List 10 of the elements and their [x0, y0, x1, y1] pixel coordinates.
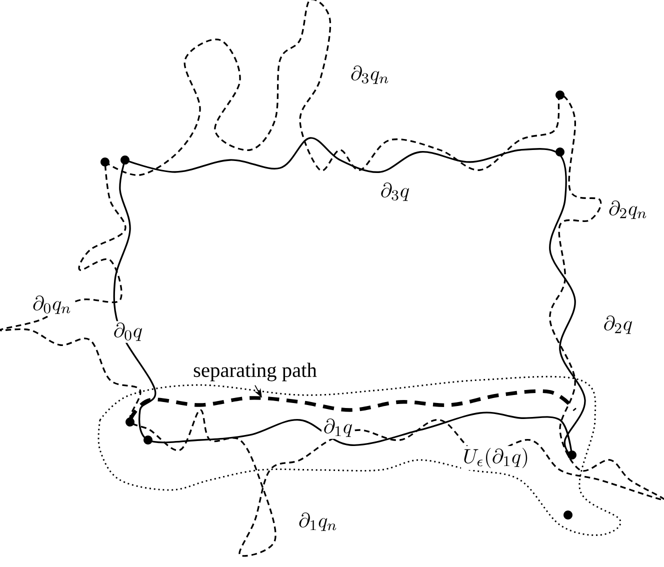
math-label: $\partial_0 q_n$ — [30, 294, 74, 316]
math-label: $\partial_2 q$ — [601, 314, 635, 336]
math-label: $\partial_1 q$ — [321, 417, 355, 439]
math-label: $\partial_2 q_n$ — [606, 199, 650, 221]
text-label: separating path — [194, 362, 317, 382]
math-label: $\partial_0 q$ — [111, 321, 145, 343]
math-label: $U_\epsilon(\partial_1 q)$ — [461, 446, 531, 470]
math-label: $\partial_3 q$ — [378, 181, 412, 203]
math-label: $\partial_3 q_n$ — [348, 64, 392, 86]
math-label: $\partial_1 q_n$ — [296, 511, 340, 533]
